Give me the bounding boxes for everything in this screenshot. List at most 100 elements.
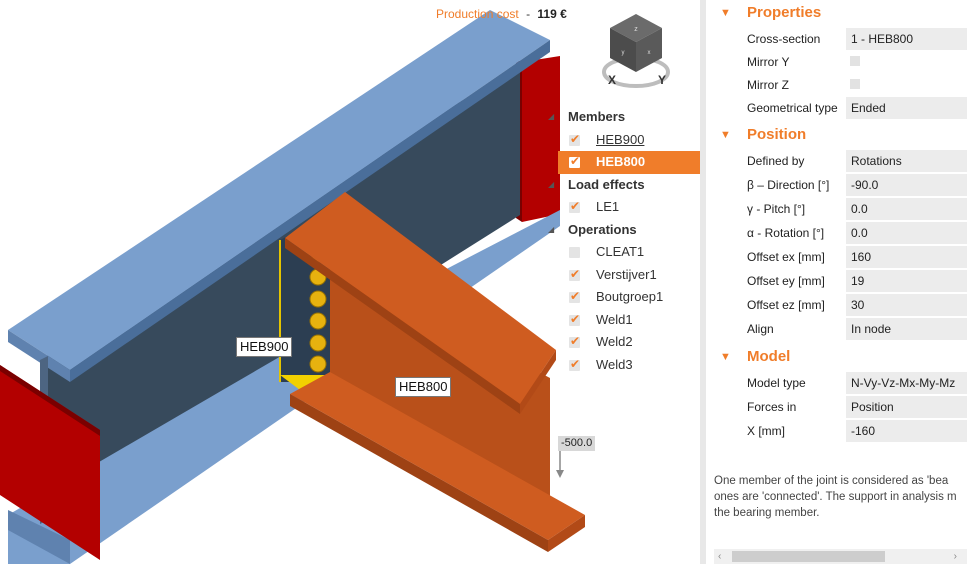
visibility-checkbox[interactable]: [569, 263, 580, 285]
property-name: Mirror Y: [747, 55, 790, 69]
model-tree[interactable]: ◢MembersHEB900HEB800◢Load effectsLE1◢Ope…: [540, 106, 700, 377]
visibility-checkbox[interactable]: [569, 128, 580, 150]
info-line: the bearing member.: [714, 507, 820, 519]
info-line: ones are 'connected'. The support in ana…: [714, 491, 957, 503]
property-value-field[interactable]: 1 - HEB800: [846, 28, 967, 50]
tree-group-label: Members: [568, 109, 626, 124]
info-line: One member of the joint is considered as…: [714, 475, 949, 487]
expand-arrow-icon[interactable]: ◢: [548, 112, 555, 121]
property-value-field[interactable]: -160: [846, 420, 967, 442]
tree-item-label: Weld3: [596, 356, 633, 372]
property-row: Cross-section 1 - HEB800: [706, 28, 967, 50]
property-value-field[interactable]: N-Vy-Vz-Mx-My-Mz: [846, 372, 967, 394]
property-name: α - Rotation [°]: [747, 226, 825, 240]
property-value-field[interactable]: Rotations: [846, 150, 967, 172]
production-cost-label: Production cost: [436, 7, 519, 21]
tree-group-members[interactable]: ◢ Members: [540, 106, 690, 129]
load-value-label: -500.0: [558, 436, 596, 451]
property-value-field[interactable]: In node: [846, 318, 967, 340]
tree-item-label: CLEAT1: [596, 244, 645, 259]
heb900-top-flange: [8, 10, 550, 370]
3d-model-scene[interactable]: [0, 0, 700, 564]
visibility-checkbox[interactable]: [569, 353, 580, 375]
member-label-heb800[interactable]: HEB800: [395, 377, 452, 397]
visibility-checkbox[interactable]: [569, 330, 580, 353]
visibility-checkbox[interactable]: [569, 150, 580, 173]
panel-splitter[interactable]: [700, 0, 706, 564]
property-name: Offset ey [mm]: [747, 274, 825, 288]
property-checkbox[interactable]: [850, 56, 860, 66]
property-value-field[interactable]: Ended: [846, 97, 967, 119]
property-name: Cross-section: [747, 32, 821, 46]
member-label-heb900[interactable]: HEB900: [236, 337, 293, 357]
tree-item-label: Boutgroep1: [596, 289, 664, 304]
svg-text:z: z: [634, 26, 638, 33]
property-row: β – Direction [°] -90.0: [706, 174, 967, 196]
collapse-icon[interactable]: ▼: [720, 129, 731, 141]
scroll-thumb[interactable]: [732, 551, 885, 562]
property-value-field[interactable]: 19: [846, 270, 967, 292]
property-checkbox[interactable]: [850, 79, 860, 89]
property-name: Align: [747, 322, 774, 336]
property-name: Forces in: [747, 400, 797, 414]
property-row: Offset ez [mm]30: [706, 294, 967, 316]
property-value-field[interactable]: 160: [846, 246, 967, 268]
horizontal-scrollbar[interactable]: ‹ ›: [714, 549, 967, 564]
production-cost-value: 119 €: [537, 7, 567, 21]
property-value-field[interactable]: 30: [846, 294, 967, 316]
expand-arrow-icon[interactable]: ◢: [548, 224, 555, 234]
tree-item-label: Weld1: [596, 311, 633, 327]
tree-item-boutgroep1[interactable]: Boutgroep1: [540, 285, 690, 309]
tree-item-label: HEB900: [596, 131, 645, 147]
tree-item-weld1[interactable]: Weld1: [540, 308, 690, 332]
tree-item-weld2[interactable]: Weld2: [540, 330, 690, 354]
property-name: X [mm]: [747, 424, 785, 438]
property-row: Mirror Y: [706, 51, 967, 73]
visibility-checkbox[interactable]: [569, 285, 580, 308]
visibility-checkbox[interactable]: [569, 195, 580, 218]
tree-item-le1[interactable]: LE1: [540, 195, 690, 219]
property-name: Offset ex [mm]: [747, 250, 825, 264]
property-row: X [mm] -160: [706, 420, 967, 442]
property-name: Geometrical type: [747, 101, 838, 115]
tree-item-weld3[interactable]: Weld3: [540, 353, 690, 377]
visibility-checkbox[interactable]: [569, 308, 580, 330]
property-name: Defined by: [747, 154, 805, 168]
production-cost: Production cost - 119 €: [436, 7, 567, 21]
scroll-left-icon[interactable]: ‹: [718, 551, 722, 562]
view-cube-icon[interactable]: z y x X Y: [596, 12, 676, 94]
3d-viewport[interactable]: Production cost - 119 € HEB900 HEB800 -5…: [0, 0, 700, 564]
property-row: γ - Pitch [°] 0.0: [706, 198, 967, 220]
tree-item-verstijver1[interactable]: Verstijver1: [540, 263, 690, 287]
heb800-bottom-flange: [290, 372, 585, 540]
production-cost-separator: -: [526, 7, 531, 21]
visibility-checkbox[interactable]: [569, 247, 580, 258]
property-value-field[interactable]: -90.0: [846, 174, 967, 196]
tree-group-label: Load effects: [568, 176, 645, 192]
property-value-field[interactable]: Position: [846, 396, 967, 418]
collapse-icon[interactable]: ▼: [720, 7, 731, 19]
tree-item-heb900[interactable]: HEB900: [540, 128, 690, 152]
tree-group-operations[interactable]: ◢Operations: [540, 219, 690, 242]
property-name: γ - Pitch [°]: [747, 202, 806, 216]
info-text: One member of the joint is considered as…: [714, 473, 967, 521]
tree-item-heb800[interactable]: HEB800: [558, 150, 700, 174]
collapse-icon[interactable]: ▼: [720, 351, 731, 363]
property-name: β – Direction [°]: [747, 178, 830, 192]
tree-item-cleat1[interactable]: CLEAT1: [540, 241, 690, 264]
property-row: Mirror Z: [706, 74, 967, 96]
property-value-field[interactable]: 0.0: [846, 198, 967, 220]
support-plate-right: [522, 56, 560, 222]
scroll-right-icon[interactable]: ›: [953, 551, 957, 562]
expand-arrow-icon[interactable]: ◢: [548, 179, 555, 189]
section-title: Properties: [747, 4, 822, 21]
svg-text:x: x: [648, 50, 651, 56]
heb800-top-flange: [285, 192, 556, 404]
tree-item-label: LE1: [596, 199, 620, 214]
tree-group-load-effects[interactable]: ◢ Load effects: [540, 174, 690, 197]
property-row: Forces in Position: [706, 396, 967, 418]
property-row: α - Rotation [°] 0.0: [706, 222, 967, 244]
property-value-field[interactable]: 0.0: [846, 222, 967, 244]
